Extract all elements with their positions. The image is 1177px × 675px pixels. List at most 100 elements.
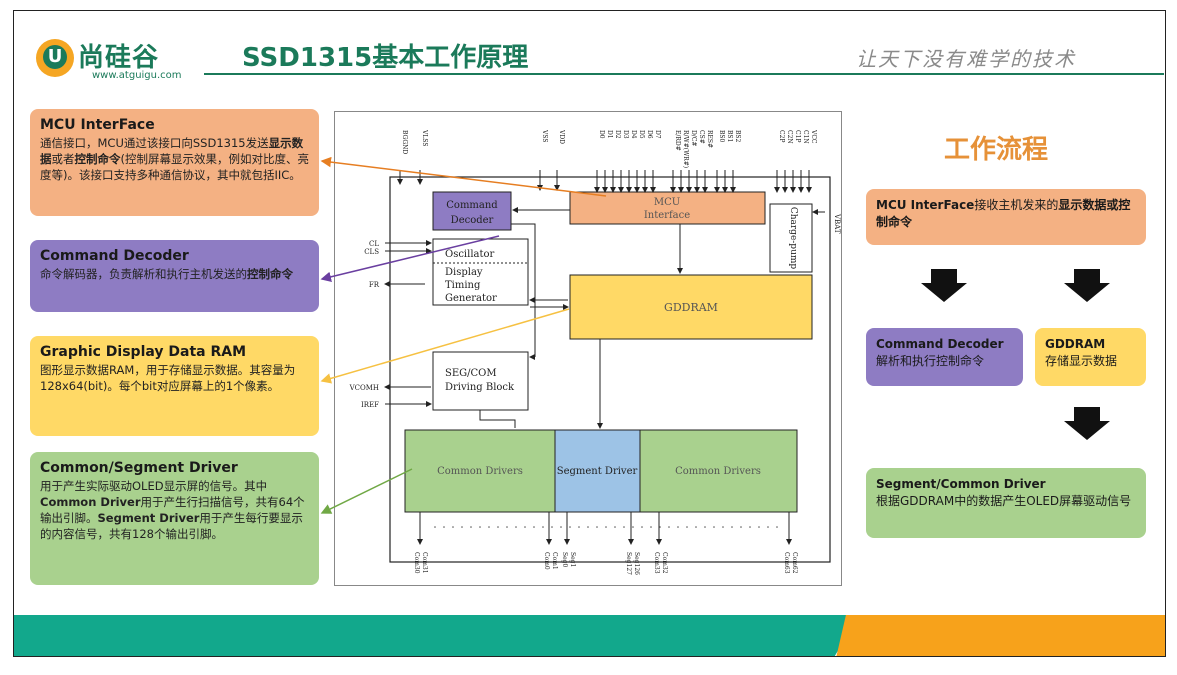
chip-outline (389, 176, 831, 563)
bottom-pin-com32: Com32 (661, 552, 668, 574)
flow-title: 工作流程 (944, 135, 1049, 165)
bottom-pin-seg0: Seg0 (561, 552, 568, 568)
diag-common-left-label: Common Drivers (437, 466, 523, 477)
gddram-card: Graphic Display Data RAM 图形显示数据RAM，用于存储显… (30, 336, 319, 436)
output-dot (767, 526, 769, 528)
bottom-pin-com33: Com33 (653, 552, 660, 574)
driver-card-title: Common/Segment Driver (40, 460, 238, 476)
callout-mcu (320, 156, 607, 197)
bottom-pin-com63: Com63 (783, 552, 790, 574)
output-dot (668, 526, 670, 528)
output-dot (497, 526, 499, 528)
command-decoder-card: Command Decoder 命令解码器，负责解析和执行主机发送的控制命令 (30, 240, 319, 312)
top-pin-d0: D0 (598, 130, 605, 139)
top-pin-c1n: C1N (802, 130, 809, 144)
ssd1315-block-diagram: MCU Interface Command Decoder Charge-pum… (334, 111, 842, 586)
pin-fr: FR (369, 281, 380, 289)
top-pin-d7: D7 (654, 130, 661, 139)
footer-bar-green (14, 615, 859, 656)
driver-card: Common/Segment Driver 用于产生实际驱动OLED显示屏的信号… (30, 452, 319, 585)
top-pin-d4: D4 (630, 130, 637, 139)
output-dot (506, 526, 508, 528)
callout-decoder (320, 235, 500, 282)
footer-bar-orange (836, 615, 1165, 656)
diag-osc-label1: Oscillator (445, 249, 495, 260)
pin-cls: CLS (364, 248, 379, 256)
diag-oscillator-block (432, 238, 529, 306)
decoder-card-text: 命令解码器，负责解析和执行主机发送的控制命令 (40, 267, 293, 281)
flow-arrow-3 (1064, 407, 1110, 440)
top-pin-bs2: BS2 (734, 130, 741, 143)
top-pin-vcc: VCC (810, 129, 817, 144)
logo-text: 尚硅谷 (78, 43, 160, 73)
decoder-card-title: Command Decoder (40, 248, 189, 264)
mcu-card-title: MCU InterFace (40, 117, 155, 133)
mcu-interface-card: MCU InterFace 通信接口，MCU通过该接口向SSD1315发送显示数… (30, 109, 319, 216)
output-dot (587, 526, 589, 528)
output-dot (677, 526, 679, 528)
top-pin-d2: D2 (614, 130, 621, 139)
diag-gddram-label: GDDRAM (664, 301, 718, 314)
diag-decoder-label1: Command (446, 200, 498, 211)
output-dot (452, 526, 454, 528)
output-dot (695, 526, 697, 528)
pin-vcomh: VCOMH (349, 384, 379, 392)
flow-step-mcu: MCU InterFace接收主机发来的显示数据或控制命令 (866, 189, 1146, 245)
block-diagram-svg: MCU Interface Command Decoder Charge-pum… (349, 129, 841, 575)
bottom-pin-com31: Com31 (421, 552, 428, 574)
driver-card-text: 用于产生实际驱动OLED显示屏的信号。其中Common Driver用于产生行扫… (40, 479, 305, 541)
diag-segcom-block (432, 351, 529, 411)
diag-chargepump-label: Charge-pump (788, 207, 798, 270)
top-pin-bs1: BS1 (726, 130, 733, 142)
output-dot (749, 526, 751, 528)
output-dot (659, 526, 661, 528)
diag-mcu-block (569, 191, 766, 225)
logo-mark: U (36, 39, 74, 77)
top-pin-d5: D5 (638, 130, 645, 139)
top-pin-vss: VSS (541, 129, 548, 142)
top-pin-vdd: VDD (558, 129, 565, 144)
slide: U 尚硅谷 www.atguigu.com SSD1315基本工作原理 让天下没… (13, 10, 1166, 657)
diag-decoder-label2: Decoder (451, 215, 494, 226)
output-dot (443, 526, 445, 528)
diag-osc-label4: Generator (445, 293, 497, 304)
bottom-pin-com30: Com30 (413, 552, 420, 574)
output-dot (686, 526, 688, 528)
diag-common-right-block (639, 429, 798, 513)
diag-decoder-block (432, 191, 512, 231)
output-dot (551, 526, 553, 528)
diag-mcu-label1: MCU (654, 197, 680, 208)
pin-iref: IREF (361, 401, 379, 409)
pin-vbat: VBAT (833, 213, 841, 234)
diag-chargepump-block (769, 203, 813, 273)
output-dot (776, 526, 778, 528)
logo-u-icon: U (43, 45, 67, 69)
output-dot (758, 526, 760, 528)
top-pin-c2p: C2P (778, 130, 785, 142)
output-dot (740, 526, 742, 528)
diag-segment-label: Segment Driver (557, 466, 638, 477)
top-pin-vlss: VLSS (421, 129, 428, 146)
diag-mcu-label2: Interface (644, 210, 690, 221)
output-dot (461, 526, 463, 528)
gddram-card-title: Graphic Display Data RAM (40, 344, 247, 360)
output-dot (704, 526, 706, 528)
output-dot (578, 526, 580, 528)
top-pin-r-w-wr-: R/W#(WR#) (682, 130, 689, 168)
top-pin-d1: D1 (606, 130, 613, 139)
top-pin-d6: D6 (646, 130, 653, 139)
output-dot (722, 526, 724, 528)
output-dot (623, 526, 625, 528)
top-pin-e-rd-: E/RD# (674, 130, 681, 151)
output-dot (560, 526, 562, 528)
output-dot (605, 526, 607, 528)
output-dot (731, 526, 733, 528)
top-pin-c2n: C2N (786, 130, 793, 144)
diag-segcom-label2: Driving Block (445, 382, 515, 393)
output-dot (614, 526, 616, 528)
pin-cl: CL (369, 240, 379, 248)
